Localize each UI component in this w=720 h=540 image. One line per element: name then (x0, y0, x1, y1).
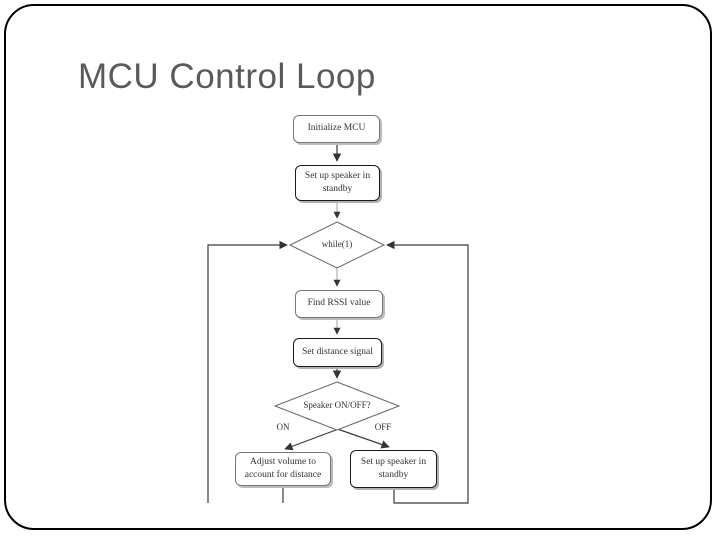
node-label: Set distance signal (302, 346, 373, 357)
decision-diamond-while (288, 221, 386, 269)
branch-label-on: ON (276, 422, 290, 432)
slide-title: MCU Control Loop (78, 57, 376, 96)
node-label: Initialize MCU (307, 123, 366, 134)
flowchart-node-adjust-volume: Adjust volume to account for distance (235, 452, 331, 486)
flowchart-node-while-label: while(1) (321, 239, 353, 249)
slide-border (4, 4, 712, 530)
flowchart-node-setup-standby: Set up speaker in standby (295, 165, 380, 201)
flowchart: Initialize MCU Set up speaker in standby… (200, 100, 485, 512)
node-label: Find RSSI value (307, 298, 371, 309)
flowchart-node-setup-standby-2: Set up speaker in standby (350, 450, 437, 488)
node-label: Adjust volume to account for distance (244, 456, 322, 480)
flowchart-node-set-distance: Set distance signal (293, 338, 382, 367)
flowchart-node-speaker-label: Speaker ON/OFF? (303, 400, 371, 410)
flowchart-node-find-rssi: Find RSSI value (295, 290, 383, 318)
flowchart-connectors (207, 143, 469, 504)
connector-left-loop (207, 240, 288, 503)
node-label: Set up speaker in standby (304, 170, 371, 194)
branch-label-off: OFF (374, 422, 392, 432)
connector-right-loop (386, 240, 469, 504)
node-label: Set up speaker in standby (360, 456, 427, 480)
flowchart-node-initialize-mcu: Initialize MCU (293, 115, 380, 143)
decision-diamond-speaker (273, 381, 401, 431)
